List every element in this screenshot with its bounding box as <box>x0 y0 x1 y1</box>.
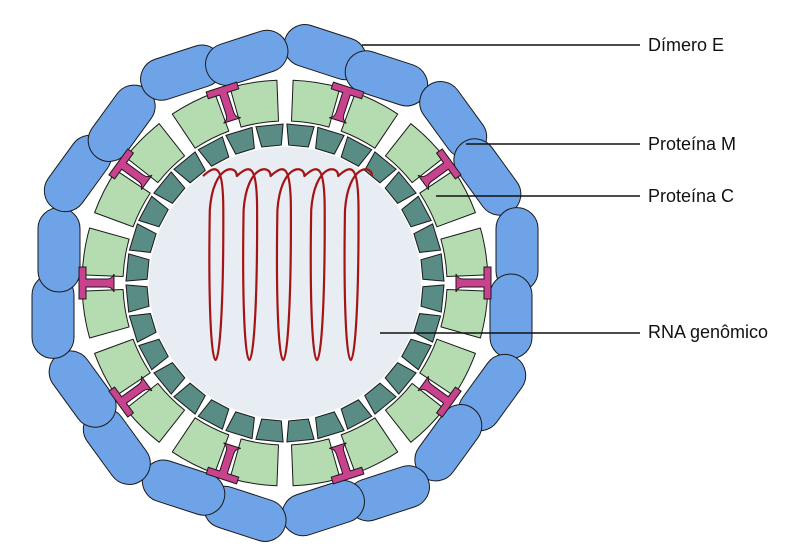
label-m-protein: Proteína M <box>648 134 736 154</box>
capsid-segment <box>256 124 283 147</box>
capsid-interior <box>149 147 421 419</box>
lipid-segment <box>82 228 129 277</box>
e-dimer-capsule <box>200 25 293 91</box>
capsid-segment <box>129 314 156 343</box>
label-rna: RNA genômico <box>648 322 768 342</box>
capsid-segment <box>126 254 149 281</box>
capsid-segment <box>287 124 314 147</box>
capsid-segment <box>126 285 149 312</box>
capsid-segment <box>414 224 441 253</box>
capsid-segment <box>129 224 156 253</box>
capsid-segment <box>414 314 441 343</box>
e-dimer-capsule <box>490 274 532 358</box>
lipid-segment <box>82 290 129 339</box>
capsid-segment <box>226 412 255 439</box>
label-e-dimer: Dímero E <box>648 35 724 55</box>
capsid-segment <box>421 254 444 281</box>
e-dimer-capsule <box>38 208 80 292</box>
e-dimer-capsule <box>277 475 370 541</box>
capsid-segment <box>226 127 255 154</box>
capsid-segment <box>421 285 444 312</box>
label-c-protein: Proteína C <box>648 186 734 206</box>
capsid-segment <box>287 419 314 442</box>
lipid-segment <box>441 290 488 339</box>
capsid-segment <box>316 127 345 154</box>
lipid-segment <box>441 228 488 277</box>
capsid-segment <box>316 412 345 439</box>
capsid-segment <box>256 419 283 442</box>
